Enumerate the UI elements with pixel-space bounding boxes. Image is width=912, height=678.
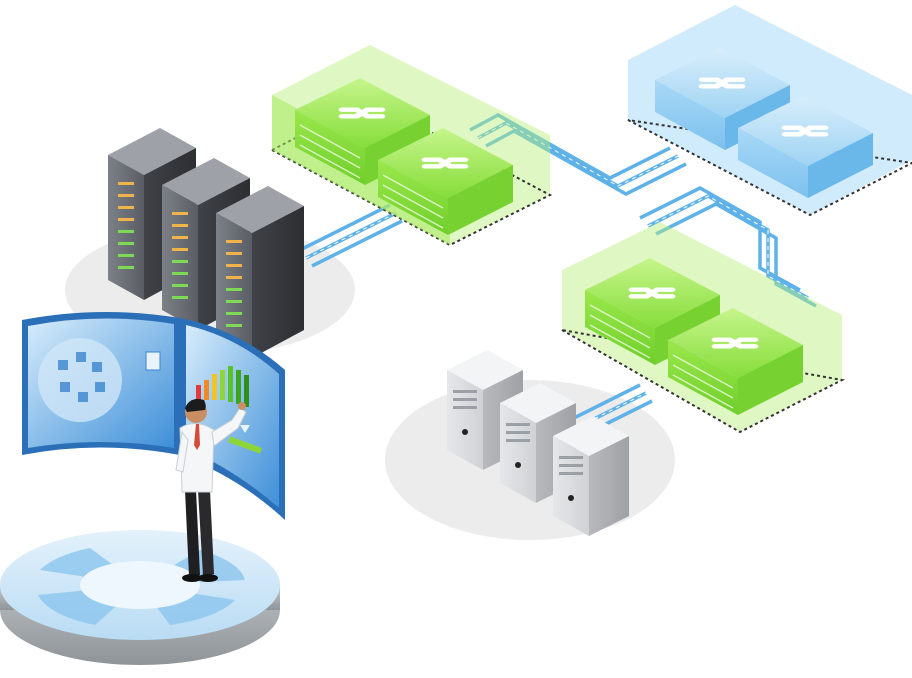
switch-icon [668, 308, 803, 415]
switch-cluster-green-bottom [561, 222, 846, 434]
switch-cluster-blue-top [627, 5, 912, 217]
switch-icon [738, 96, 873, 198]
tower-server-icon [500, 383, 576, 503]
rack-server-group [108, 128, 304, 358]
server-rack-icon [216, 186, 304, 358]
tower-server-group [447, 350, 629, 536]
tower-server-icon [553, 416, 629, 536]
person-icon [175, 399, 247, 582]
switch-icon [378, 128, 513, 235]
admin-platform [0, 530, 280, 665]
bar-chart-icon [196, 366, 249, 407]
switch-cluster-green-top [269, 45, 553, 247]
monitor-icon [22, 311, 285, 520]
